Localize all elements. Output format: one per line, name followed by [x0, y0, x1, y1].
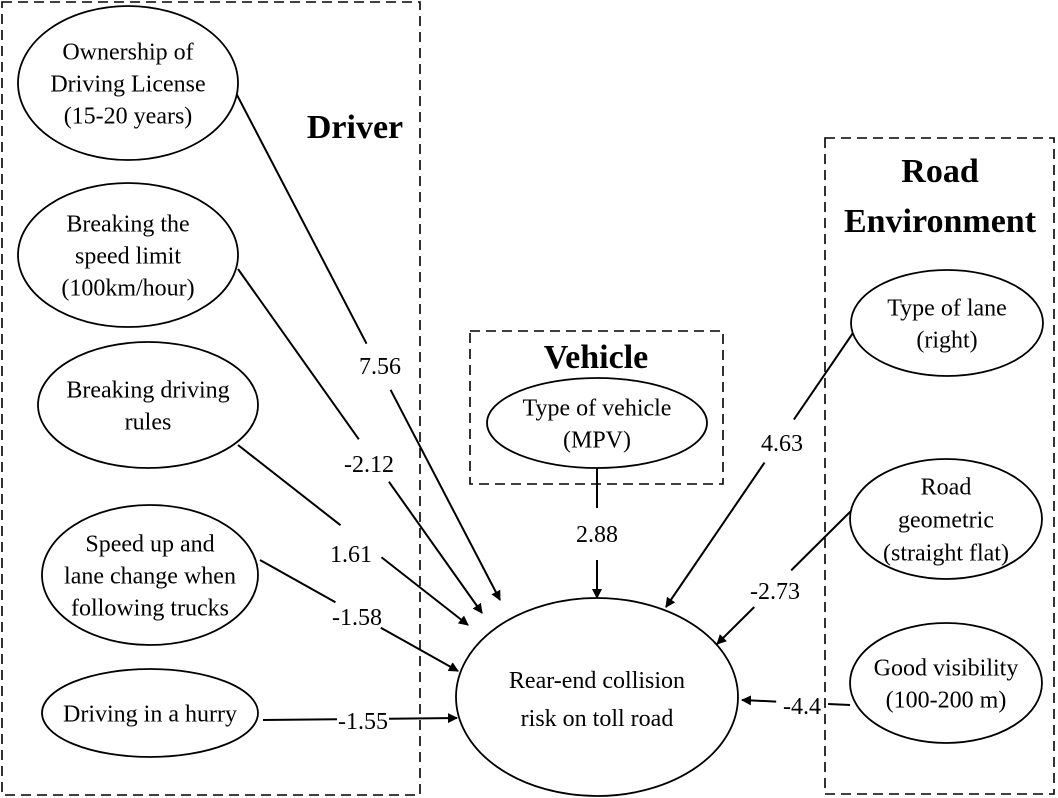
node-label-line: speed limit: [75, 243, 181, 269]
node-vehicle-type: Type of vehicle (MPV): [486, 377, 708, 469]
edge-lane-type-to-outcome: 4.63: [665, 329, 856, 608]
node-visibility: Good visibility (100-200 m): [849, 622, 1043, 744]
node-lane-type: Type of lane (right): [850, 269, 1044, 377]
node-label-line: lane change when: [64, 563, 236, 589]
road-environment-group-title-line2: Environment: [844, 203, 1037, 240]
edges-layer: 7.56 -2.12 1.61 -1.58 -1.55 2.88 4.63 -2.73 -4.4: [235, 92, 856, 735]
edge-arrow-segment: [741, 695, 777, 706]
edge-hurry-to-outcome: -1.55: [262, 709, 458, 735]
nodes-layer: Ownership of Driving License (15-20 years)…: [17, 5, 1044, 797]
edge-arrow-segment: [388, 481, 483, 614]
node-label-line: (100km/hour): [61, 275, 194, 301]
node-ellipse: [17, 5, 239, 161]
node-label-line: rules: [125, 409, 172, 435]
edge-line-segment: [235, 92, 368, 345]
node-ellipse: [37, 341, 259, 469]
edge-line-segment: [237, 268, 360, 440]
node-ellipse: [455, 597, 739, 797]
node-label-line: Good visibility: [874, 655, 1019, 681]
node-speed-up: Speed up and lane change when following tr…: [41, 504, 259, 646]
node-label-line: Rear-end collision: [509, 668, 685, 694]
vehicle-group-title: Vehicle: [544, 339, 649, 376]
node-label-line: (right): [916, 327, 977, 353]
node-ellipse: [849, 458, 1043, 580]
edge-coefficient-label: 7.56: [359, 354, 401, 380]
node-label-line: Type of vehicle: [523, 395, 672, 421]
node-hurry: Driving in a hurry: [41, 668, 259, 758]
edge-geometric-to-outcome: -2.73: [716, 510, 852, 645]
edge-coefficient-label: -1.58: [332, 605, 382, 631]
node-ellipse: [17, 182, 239, 328]
edge-coefficient-label: -2.73: [750, 579, 800, 605]
node-label-line: (15-20 years): [64, 103, 193, 129]
node-geometric: Road geometric (straight flat): [849, 458, 1043, 580]
edge-license-to-outcome: 7.56: [235, 92, 501, 601]
node-label-line: Speed up and: [85, 531, 214, 557]
edge-coefficient-label: -4.4: [783, 694, 821, 720]
edge-driving-rules-to-outcome: 1.61: [237, 444, 469, 626]
edge-line-segment: [790, 510, 852, 572]
node-ellipse: [850, 269, 1044, 377]
node-ellipse: [41, 668, 259, 758]
edge-coefficient-label: 1.61: [330, 542, 372, 568]
node-ellipse: [486, 377, 708, 469]
edge-coefficient-label: 2.88: [576, 522, 618, 548]
edge-coefficient-label: -2.12: [344, 452, 394, 478]
edge-arrow-segment: [380, 556, 469, 626]
edge-line-segment: [793, 329, 856, 421]
node-label-line: Road: [921, 474, 972, 500]
edge-coefficient-label: -1.55: [338, 709, 388, 735]
edge-arrow-segment: [716, 606, 755, 645]
edge-line-segment: [828, 702, 851, 706]
node-outcome: Rear-end collision risk on toll road: [455, 597, 739, 797]
node-ellipse: [41, 504, 259, 646]
node-speed-limit: Breaking the speed limit (100km/hour): [17, 182, 239, 328]
edge-speed-up-to-outcome: -1.58: [259, 559, 459, 672]
road-environment-group-box: [824, 137, 1055, 795]
edge-arrow-segment: [380, 626, 459, 672]
node-label-line: following trucks: [71, 595, 229, 621]
node-driving-rules: Breaking driving rules: [37, 341, 259, 469]
edge-arrow-segment: [389, 389, 501, 601]
driver-group-title: Driver: [307, 109, 403, 146]
node-ellipse: [849, 622, 1043, 744]
node-label-line: (100-200 m): [886, 687, 1007, 713]
edge-line-segment: [259, 559, 336, 604]
node-label-line: Driving License: [50, 71, 205, 97]
node-label-line: geometric: [898, 507, 994, 533]
node-license: Ownership of Driving License (15-20 years): [17, 5, 239, 161]
node-label-line: Driving in a hurry: [63, 701, 237, 727]
driver-group-box: [1, 1, 421, 796]
edge-line-segment: [262, 718, 337, 721]
edge-coefficient-label: 4.63: [761, 431, 803, 457]
edge-arrow-segment: [665, 462, 766, 608]
road-environment-group-title-line1: Road: [901, 153, 979, 190]
edge-arrow-segment: [388, 713, 458, 724]
node-label-line: Type of lane: [887, 295, 1007, 321]
node-label-line: (straight flat): [883, 540, 1009, 566]
edge-visibility-to-outcome: -4.4: [741, 694, 851, 720]
edge-vehicle-type-to-outcome: 2.88: [576, 468, 618, 599]
node-label-line: Breaking driving: [66, 377, 229, 403]
node-label-line: Breaking the: [66, 211, 189, 237]
edge-line-segment: [237, 444, 342, 527]
node-label-line: risk on toll road: [521, 706, 674, 732]
node-label-line: Ownership of: [62, 39, 193, 65]
edge-speed-limit-to-outcome: -2.12: [237, 268, 483, 614]
node-label-line: (MPV): [563, 427, 631, 453]
